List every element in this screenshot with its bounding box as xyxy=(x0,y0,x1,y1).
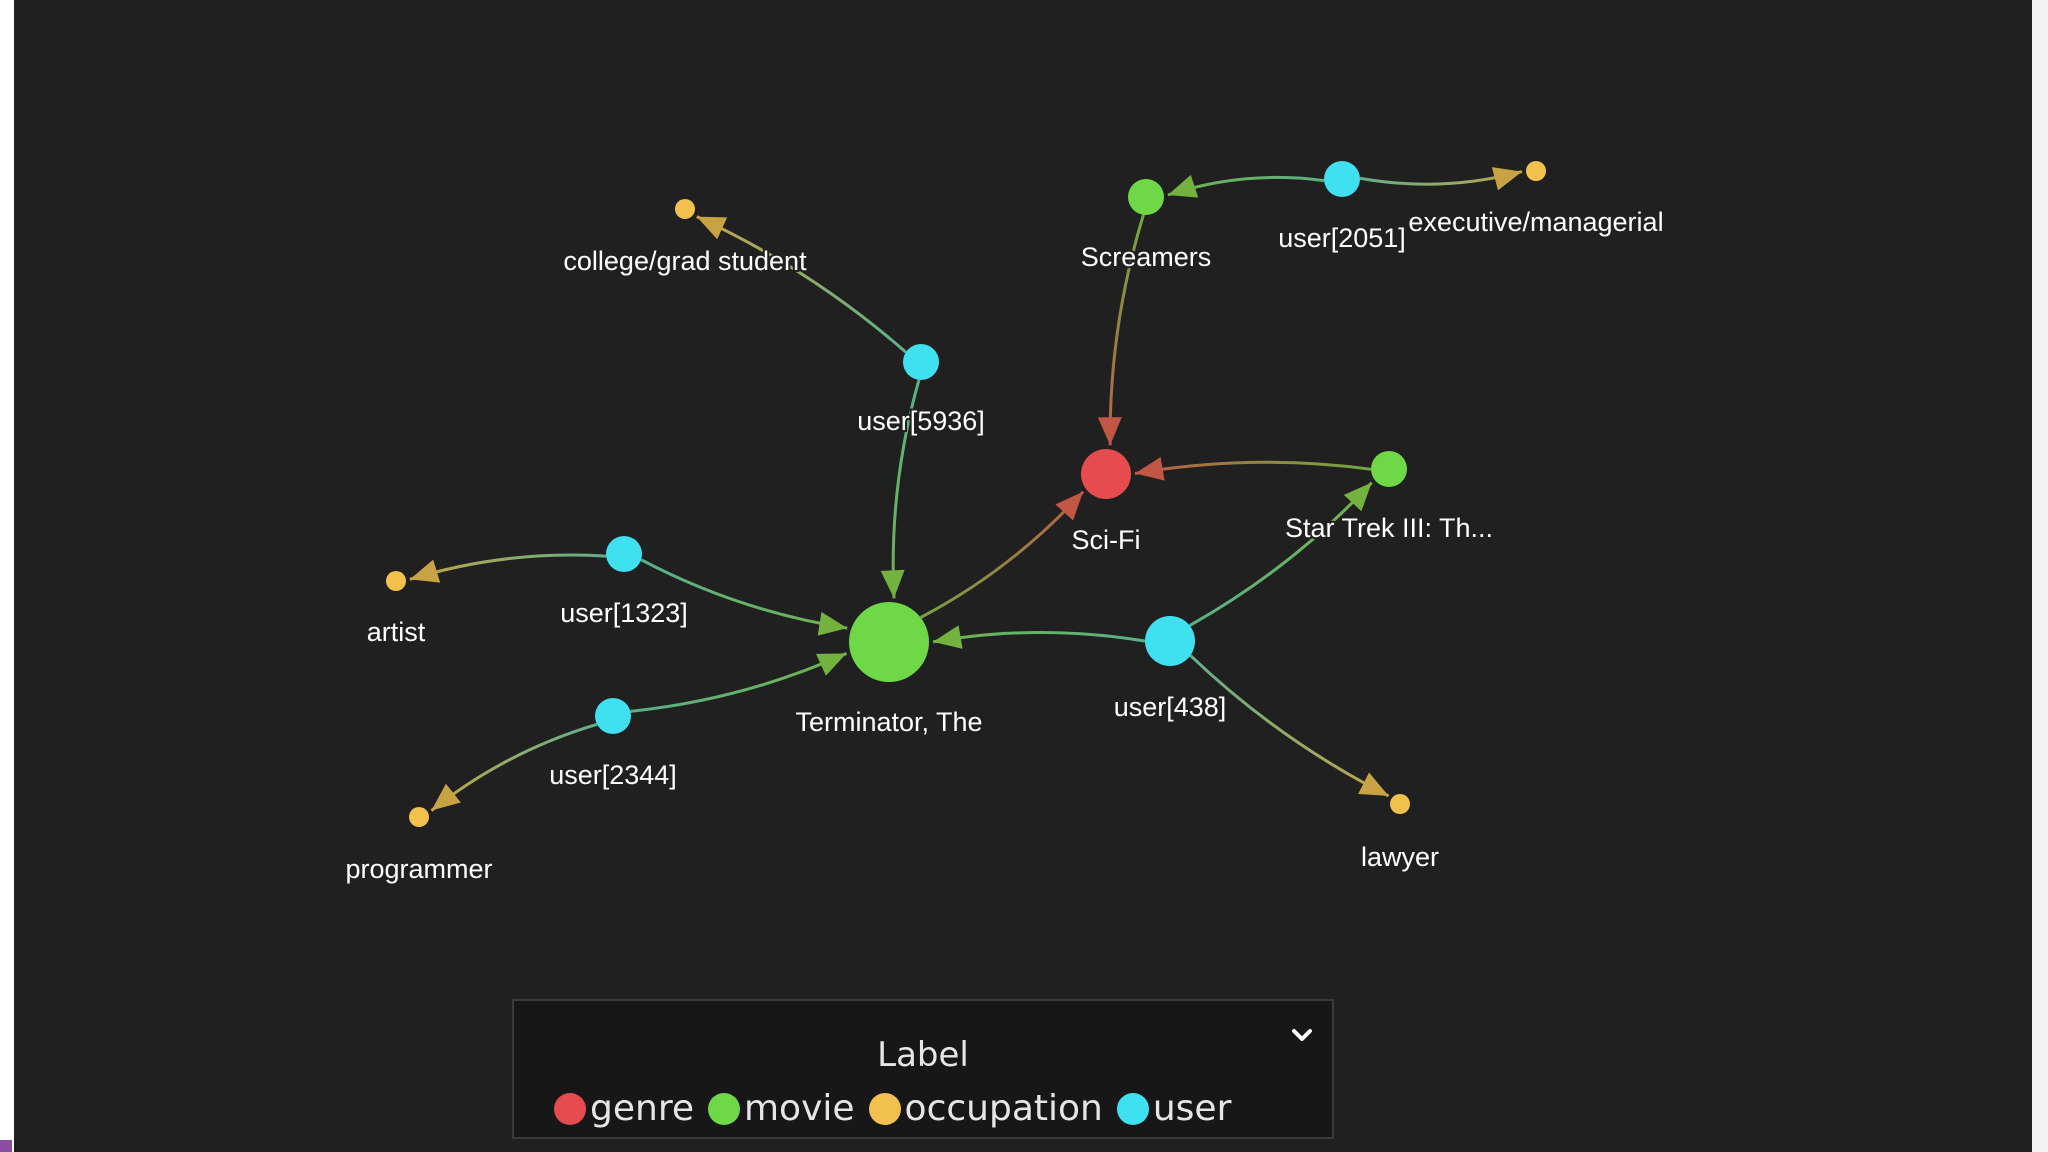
edge-u438-terminator xyxy=(932,630,1146,644)
graph-canvas[interactable] xyxy=(14,0,2032,1152)
edge-u2344-terminator xyxy=(630,652,848,713)
legend-title: Label xyxy=(877,1035,969,1075)
node-terminator[interactable] xyxy=(849,602,929,682)
arrowhead-startrek-scifi xyxy=(1134,456,1165,481)
arrowhead-screamers-scifi xyxy=(1097,417,1122,446)
node-label-artist: artist xyxy=(367,617,426,647)
arrowhead-u2051-screamers xyxy=(1167,174,1199,198)
nodes-layer xyxy=(386,161,1546,827)
arrowhead-u438-startrek xyxy=(1343,482,1372,512)
edge-u1323-artist xyxy=(409,553,607,581)
edge-u5936-college xyxy=(696,215,907,354)
legend-label-genre: genre xyxy=(590,1088,694,1129)
right-edge-strip xyxy=(2032,0,2048,1152)
movie-swatch xyxy=(707,1093,740,1125)
edge-startrek-scifi xyxy=(1134,460,1372,475)
corner-marker xyxy=(0,1140,12,1152)
node-u1323[interactable] xyxy=(606,536,642,572)
legend-item-occupation[interactable]: occupation xyxy=(868,1088,1103,1129)
node-u2051[interactable] xyxy=(1324,161,1360,197)
node-label-u2051: user[2051] xyxy=(1278,223,1406,253)
node-artist[interactable] xyxy=(386,571,406,591)
node-exec[interactable] xyxy=(1526,161,1546,181)
edges-layer xyxy=(409,167,1523,812)
node-label-u438: user[438] xyxy=(1114,692,1227,722)
node-label-lawyer: lawyer xyxy=(1361,842,1439,872)
node-label-screamers: Screamers xyxy=(1081,242,1212,272)
legend-label-occupation: occupation xyxy=(904,1088,1103,1129)
node-label-college: college/grad student xyxy=(563,246,807,276)
node-label-exec: executive/managerial xyxy=(1408,207,1663,237)
genre-swatch xyxy=(554,1093,586,1125)
occupation-swatch xyxy=(868,1093,901,1125)
legend-label-user: user xyxy=(1152,1088,1232,1129)
node-label-programmer: programmer xyxy=(345,854,492,884)
node-college[interactable] xyxy=(675,199,695,219)
edge-screamers-scifi xyxy=(1108,214,1145,446)
node-label-u1323: user[1323] xyxy=(560,598,688,628)
node-scifi[interactable] xyxy=(1081,449,1131,499)
arrowhead-u5936-college xyxy=(696,216,728,240)
arrowhead-u2344-programmer xyxy=(431,783,461,811)
legend-item-genre[interactable]: genre xyxy=(554,1089,694,1129)
edge-terminator-scifi xyxy=(919,490,1085,619)
node-label-terminator: Terminator, The xyxy=(795,707,982,737)
arrowhead-u1323-artist xyxy=(409,559,441,583)
node-lawyer[interactable] xyxy=(1390,794,1410,814)
node-u5936[interactable] xyxy=(903,344,939,380)
legend-items: genre movie occupation user xyxy=(554,1089,1231,1129)
node-u438[interactable] xyxy=(1145,616,1195,666)
node-label-startrek: Star Trek III: Th... xyxy=(1285,513,1493,543)
legend-item-user[interactable]: user xyxy=(1116,1088,1232,1129)
edge-u438-startrek xyxy=(1188,481,1373,627)
arrowhead-u2344-terminator xyxy=(816,653,847,676)
legend-panel: Label genre movie occupation user xyxy=(512,999,1334,1139)
arrowhead-u438-terminator xyxy=(932,625,963,649)
chevron-down-icon[interactable] xyxy=(1286,1019,1318,1051)
node-screamers[interactable] xyxy=(1128,179,1164,215)
edge-u438-lawyer xyxy=(1189,654,1390,798)
node-programmer[interactable] xyxy=(409,807,429,827)
node-u2344[interactable] xyxy=(595,698,631,734)
node-label-scifi: Sci-Fi xyxy=(1072,525,1141,555)
legend-item-movie[interactable]: movie xyxy=(707,1088,855,1129)
node-startrek[interactable] xyxy=(1371,451,1407,487)
arrowhead-u1323-terminator xyxy=(817,611,848,636)
arrowhead-terminator-scifi xyxy=(1055,491,1084,521)
arrowhead-u5936-terminator xyxy=(880,569,905,599)
legend-label-movie: movie xyxy=(743,1088,855,1129)
node-label-u5936: user[5936] xyxy=(857,406,985,436)
arrowhead-u2051-exec xyxy=(1491,167,1523,191)
arrowhead-u438-lawyer xyxy=(1358,772,1389,796)
node-label-u2344: user[2344] xyxy=(549,760,677,790)
user-swatch xyxy=(1116,1093,1149,1125)
